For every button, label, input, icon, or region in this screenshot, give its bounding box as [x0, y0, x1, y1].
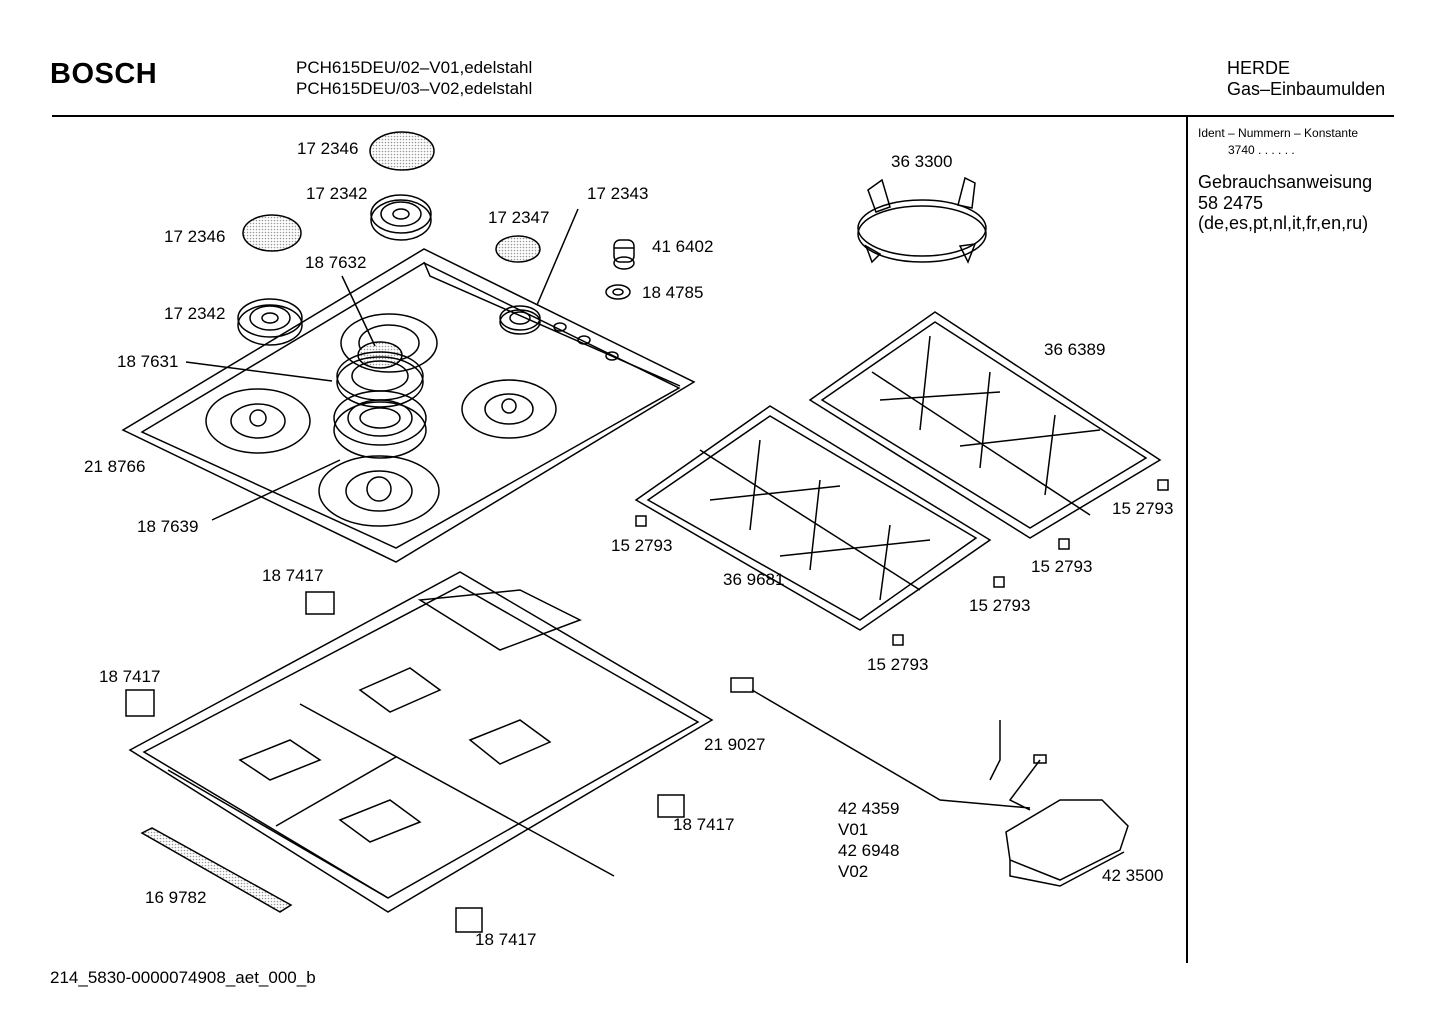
part-label: 17 2346: [297, 139, 359, 158]
ident-value: 3740 . . . . . .: [1228, 143, 1295, 157]
part-label: 42 3500: [1102, 866, 1164, 885]
burner-ring-left: [237, 298, 303, 346]
part-label: 42 4359: [838, 799, 900, 818]
manual-number: 58 2475: [1198, 193, 1264, 213]
base-tray: [128, 571, 714, 913]
part-label: 41 6402: [652, 237, 714, 256]
brand-logo: BOSCH: [50, 58, 158, 90]
part-label: 18 7631: [117, 352, 179, 371]
model-line-2: PCH615DEU/03–V02,edelstahl: [296, 79, 533, 98]
manual-title: Gebrauchsanweisung: [1198, 172, 1373, 192]
part-label: V02: [838, 862, 869, 881]
part-label: 42 6948: [838, 841, 900, 860]
part-label: 18 7632: [305, 253, 367, 272]
category: HERDE: [1227, 58, 1291, 78]
part-label: 17 2347: [488, 208, 550, 227]
part-label: 36 9681: [723, 570, 785, 589]
part-label: 17 2343: [587, 184, 649, 203]
part-label: 36 3300: [891, 152, 953, 171]
burner-cap-large-top: [369, 131, 435, 171]
leader-lines: [185, 208, 579, 521]
part-label: 18 7417: [673, 815, 735, 834]
subcategory: Gas–Einbaumulden: [1227, 79, 1386, 99]
part-label: 15 2793: [1031, 557, 1093, 576]
part-label: 17 2346: [164, 227, 226, 246]
part-label: 15 2793: [1112, 499, 1174, 518]
burner-ring-top: [370, 194, 432, 241]
part-label: 21 9027: [704, 735, 766, 754]
ignition-module: [1005, 799, 1129, 887]
part-label: 18 7417: [99, 667, 161, 686]
part-label: 15 2793: [867, 655, 929, 674]
rubber-feet: [635, 479, 1169, 646]
ident-label: Ident – Nummern – Konstante: [1198, 126, 1359, 140]
burner-ring-small: [499, 305, 541, 335]
model-line-1: PCH615DEU/02–V01,edelstahl: [296, 58, 533, 77]
burner-cap-small: [495, 235, 541, 263]
sidebar-divider: [1186, 117, 1188, 963]
part-label: 18 4785: [642, 283, 704, 302]
pan-support-right: [808, 311, 1162, 539]
header-divider: [52, 115, 1394, 117]
part-label: 21 8766: [84, 457, 146, 476]
part-label: 18 7417: [262, 566, 324, 585]
base-burner-mounts: [238, 667, 552, 843]
hob-top-plate: [121, 248, 696, 563]
part-label: V01: [838, 820, 869, 839]
part-label: 17 2342: [306, 184, 368, 203]
mounting-clips: [125, 591, 685, 933]
manual-languages: (de,es,pt,nl,it,fr,en,ru): [1198, 213, 1369, 233]
ignition-wiring: [730, 677, 1047, 811]
part-label: 15 2793: [611, 536, 673, 555]
part-label: 16 9782: [145, 888, 207, 907]
part-label: 18 7639: [137, 517, 199, 536]
pan-support-left: [634, 405, 992, 631]
seal-strip: [140, 827, 293, 913]
part-label: 36 6389: [1044, 340, 1106, 359]
wok-ring-trivet: [857, 176, 987, 264]
part-label: 18 7417: [475, 930, 537, 949]
burner-cap-large-left: [242, 214, 302, 252]
control-knob: [613, 239, 635, 270]
document-code: 214_5830-0000074908_aet_000_b: [50, 968, 316, 987]
knob-seal: [605, 284, 631, 300]
wok-burner-stack: [333, 341, 427, 459]
part-label: 15 2793: [969, 596, 1031, 615]
part-label: 17 2342: [164, 304, 226, 323]
